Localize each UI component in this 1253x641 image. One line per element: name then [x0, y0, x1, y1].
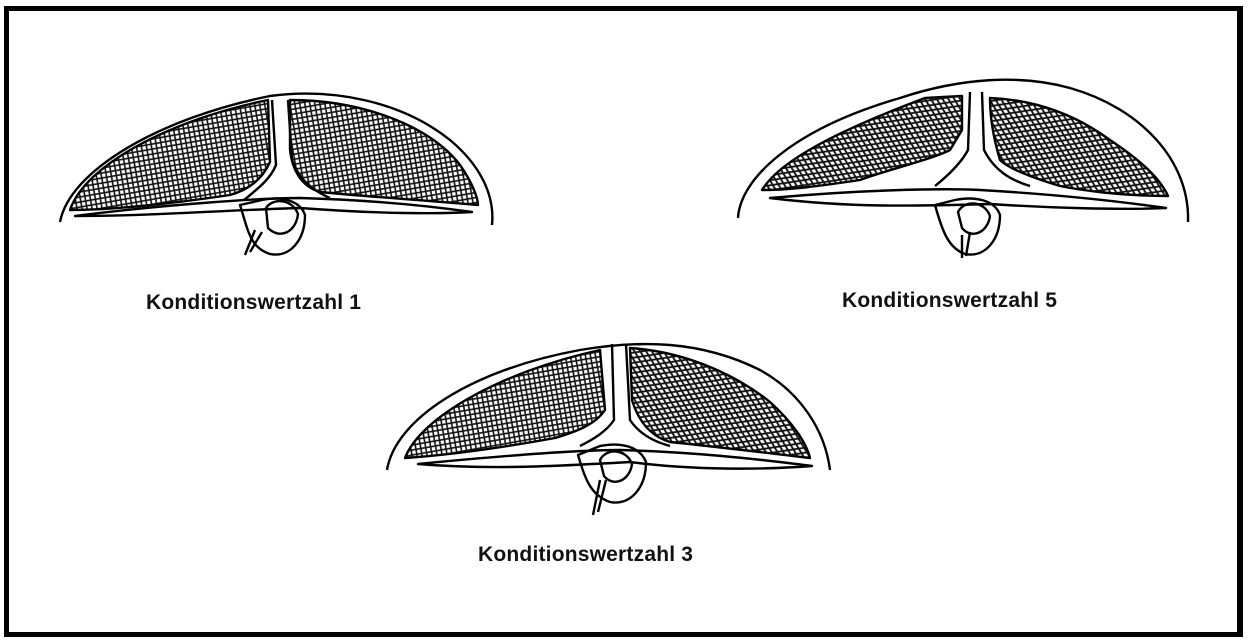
- cross-section-3: [387, 344, 830, 515]
- vertebra-canal: [266, 201, 298, 234]
- muscle-left: [70, 100, 270, 210]
- caption-konditionswertzahl-5: Konditionswertzahl 5: [842, 289, 1057, 313]
- caption-konditionswertzahl-1: Konditionswertzahl 1: [146, 291, 361, 315]
- muscle-right: [290, 100, 478, 205]
- vertebra: [578, 445, 646, 503]
- cross-section-5: [738, 80, 1188, 258]
- caption-konditionswertzahl-3: Konditionswertzahl 3: [478, 543, 693, 567]
- vertebra-canal: [958, 203, 990, 233]
- rib-plate: [418, 450, 812, 469]
- muscle-left: [405, 350, 605, 458]
- cross-section-1: [60, 94, 492, 255]
- vertebra-canal: [600, 451, 632, 481]
